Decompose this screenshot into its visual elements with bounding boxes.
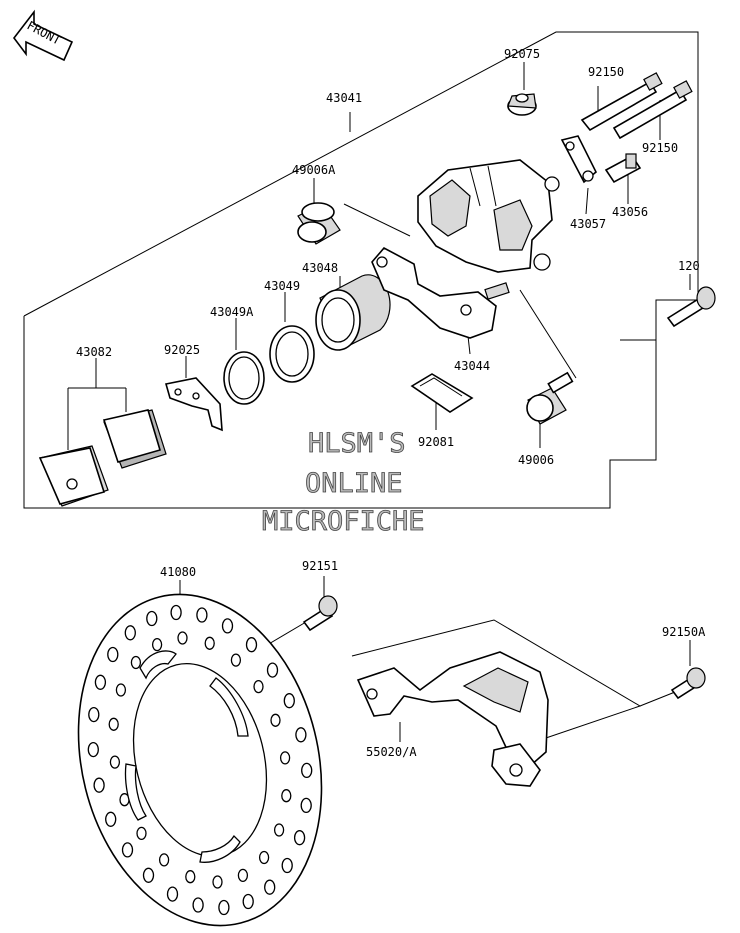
disc-hole — [221, 618, 234, 634]
label-43041: 43041 — [326, 91, 362, 105]
bolt-92151 — [302, 595, 338, 632]
pin-92150-lower — [612, 80, 693, 140]
disc-hole — [170, 604, 182, 621]
disc-hole — [293, 830, 306, 846]
label-43049a: 43049A — [210, 305, 254, 319]
disc-hole — [136, 826, 147, 841]
disc-hole — [166, 886, 179, 902]
disc-hole — [273, 823, 285, 837]
label-43048: 43048 — [302, 261, 338, 275]
brake-disc-41080 — [77, 593, 323, 927]
disc-hole — [264, 879, 276, 895]
disc-hole — [177, 631, 188, 645]
caliper-body — [417, 159, 560, 273]
disc-hole — [218, 899, 230, 916]
disc-hole — [204, 636, 215, 650]
disc-hole — [258, 850, 270, 865]
label-43082: 43082 — [76, 345, 112, 359]
pin-92150-upper — [580, 72, 663, 132]
disc-hole — [281, 789, 292, 803]
disc-hole — [245, 637, 258, 653]
disc-hole — [146, 610, 158, 627]
label-43044: 43044 — [454, 359, 490, 373]
label-92150a: 92150A — [662, 625, 706, 639]
label-92025: 92025 — [164, 343, 200, 357]
disc-hole — [151, 637, 163, 652]
pad-spring — [164, 377, 223, 432]
disc-guard-55020a — [356, 651, 549, 787]
bleeder-link-43057 — [560, 135, 597, 184]
label-49006a: 49006A — [292, 163, 336, 177]
label-43056: 43056 — [612, 205, 648, 219]
disc-hole — [242, 893, 254, 910]
disc-hole — [94, 674, 107, 690]
disc-hole — [115, 683, 127, 697]
brake-pad-inner — [102, 409, 167, 469]
watermark-line3: MICROFICHE — [262, 506, 425, 537]
disc-hole — [279, 751, 291, 765]
disc-hole — [142, 867, 155, 883]
disc-hole — [295, 727, 307, 743]
watermark-line2: ONLINE — [305, 468, 403, 499]
disc-holes — [87, 604, 313, 916]
disc-hole — [283, 693, 295, 709]
disc-hole — [130, 655, 142, 670]
disc-hole — [196, 607, 208, 623]
disc-hole — [105, 811, 117, 827]
disc-hole — [253, 679, 264, 694]
dust-seal — [223, 351, 265, 405]
disc-hole — [124, 625, 136, 641]
disc-hole — [281, 857, 293, 874]
disc-hole — [301, 762, 313, 779]
label-49006: 49006 — [518, 453, 554, 467]
disc-hole — [109, 755, 121, 769]
label-92075: 92075 — [504, 47, 540, 61]
label-43057: 43057 — [570, 217, 606, 231]
front-arrow-icon: FRONT — [12, 9, 74, 62]
caliper-assembly-box — [23, 31, 699, 509]
bushing-92075 — [507, 93, 537, 116]
disc-hole — [107, 646, 119, 663]
label-92081: 92081 — [418, 435, 454, 449]
label-92150-upper: 92150 — [588, 65, 624, 79]
pad-retainer-92081 — [410, 373, 474, 413]
label-41080: 41080 — [160, 565, 196, 579]
brake-pad-outer — [38, 445, 109, 507]
disc-hole — [121, 842, 134, 858]
boot-49006a — [297, 202, 341, 245]
label-43049: 43049 — [264, 279, 300, 293]
disc-hole — [230, 653, 242, 667]
disc-hole — [300, 797, 312, 814]
disc-hole — [88, 706, 100, 723]
bolt-92150a — [670, 667, 706, 700]
label-92151: 92151 — [302, 559, 338, 573]
leader-lines — [67, 62, 691, 742]
disc-hole — [192, 897, 204, 913]
caliper-bracket-43044 — [371, 246, 510, 339]
bleeder-valve-43056 — [604, 153, 642, 184]
disc-hole — [185, 870, 196, 884]
disc-hole — [87, 741, 99, 758]
disc-hole — [212, 875, 223, 889]
label-120: 120 — [678, 259, 700, 273]
disc-hole — [270, 713, 281, 727]
boot-49006 — [526, 371, 574, 425]
disc-hole — [93, 777, 105, 793]
disc-hole — [266, 662, 279, 678]
disc-hole — [237, 868, 249, 883]
piston — [315, 274, 391, 351]
bolt-120 — [666, 286, 716, 328]
disc-hole — [158, 853, 170, 867]
piston-seal — [269, 325, 315, 383]
label-92150-lower: 92150 — [642, 141, 678, 155]
disc-hole — [108, 717, 119, 731]
label-55020a: 55020/A — [366, 745, 417, 759]
watermark-line1: HLSM'S — [308, 428, 406, 459]
